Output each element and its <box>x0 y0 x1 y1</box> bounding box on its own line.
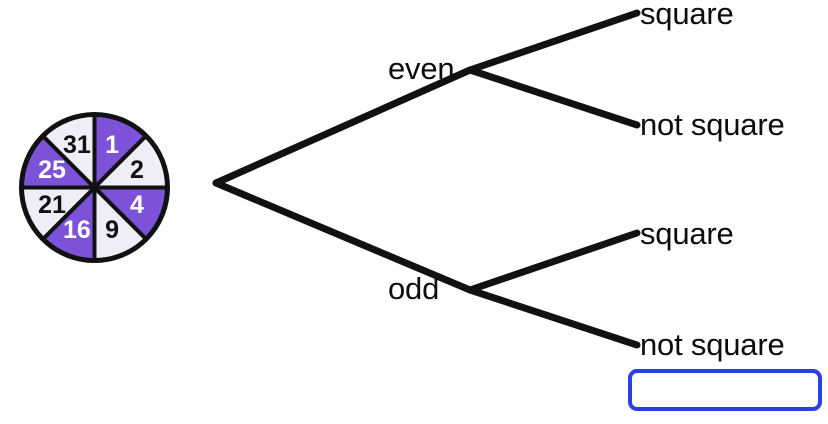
answer-input[interactable] <box>628 369 822 411</box>
branch-even-to-even-not-square <box>466 66 641 129</box>
node-label-odd: odd <box>388 271 440 306</box>
spinner-sector-label-2: 2 <box>130 156 144 184</box>
node-label-even: even <box>388 51 455 86</box>
spinner-outer-ring <box>19 112 170 263</box>
branch-odd-to-odd-not-square <box>466 286 641 349</box>
branch-even-to-even-square <box>466 9 641 74</box>
spinner-sector-label-25: 25 <box>38 156 66 184</box>
node-label-odd-square: square <box>640 216 734 251</box>
spinner-sector-label-4: 4 <box>130 191 144 219</box>
spinner-sector-label-31: 31 <box>63 131 91 159</box>
spinner-sector-label-9: 9 <box>105 216 119 244</box>
spinner-sector-label-1: 1 <box>105 131 119 159</box>
spinner-sector-label-16: 16 <box>63 216 91 244</box>
spinner-sector-label-21: 21 <box>38 191 66 219</box>
node-label-even-not-square: not square <box>640 107 785 142</box>
branch-odd-to-odd-square <box>466 229 641 294</box>
node-label-even-square: square <box>640 0 734 31</box>
node-label-odd-not-square: not square <box>640 327 785 362</box>
